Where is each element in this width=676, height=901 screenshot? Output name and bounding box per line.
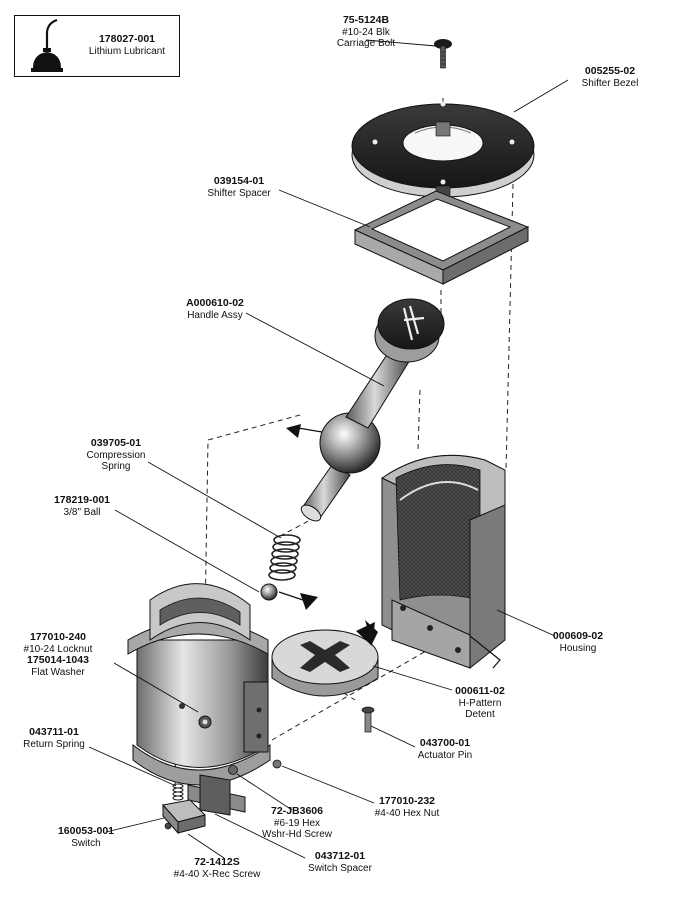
part-number: 043700-01 bbox=[419, 737, 471, 749]
shifter-spacer-part bbox=[353, 190, 530, 285]
part-number: 72-JB3606 bbox=[271, 805, 323, 817]
part-description: #10-24 Blk bbox=[342, 26, 390, 38]
part-description: Switch Spacer bbox=[308, 862, 372, 874]
compression-spring-part bbox=[268, 534, 301, 581]
part-description: Actuator Pin bbox=[417, 749, 473, 761]
callout-switch-spacer: 043712-01 Switch Spacer bbox=[295, 850, 385, 874]
part-description: Switch bbox=[71, 837, 101, 849]
part-description: Shifter Bezel bbox=[581, 77, 639, 89]
part-number: 177010-240 bbox=[29, 631, 87, 643]
housing-part bbox=[365, 454, 506, 670]
part-number: 000609-02 bbox=[552, 630, 604, 642]
part-number: 72-1412S bbox=[194, 856, 240, 868]
part-number: 75-5124B bbox=[342, 14, 390, 26]
legend-part-number: 178027-001 bbox=[98, 33, 156, 45]
lubricant-bottle-icon bbox=[31, 18, 63, 72]
part-description: Return Spring bbox=[23, 738, 85, 750]
callout-hex-washer-screw: 72-JB3606 #6-19 Hex Wshr-Hd Screw bbox=[252, 805, 342, 841]
callout-locknut-washer: 177010-240 #10-24 Locknut 175014-1043 Fl… bbox=[8, 631, 108, 678]
part-description: Handle Assy bbox=[187, 309, 243, 321]
h-pattern-detent-part bbox=[271, 622, 379, 697]
part-description: Detent bbox=[465, 709, 495, 720]
part-description-2: Flat Washer bbox=[31, 666, 85, 678]
leader-lines bbox=[88, 39, 569, 859]
part-number: 039705-01 bbox=[90, 437, 142, 449]
legend-box: 178027-001 Lithium Lubricant bbox=[14, 15, 180, 77]
callout-h-pattern-detent: 000611-02 H-Pattern Detent bbox=[440, 685, 520, 721]
carriage-bolt-part bbox=[434, 39, 452, 69]
switch-spacer-part bbox=[187, 774, 246, 816]
lower-cylinder-part bbox=[127, 583, 271, 786]
part-description: #4-40 Hex Nut bbox=[374, 807, 440, 819]
callout-x-rec-screw: 72-1412S #4-40 X-Rec Screw bbox=[162, 856, 272, 880]
part-description: #4-40 X-Rec Screw bbox=[173, 868, 261, 880]
callout-shifter-spacer: 039154-01 Shifter Spacer bbox=[199, 175, 279, 199]
ball-part bbox=[260, 583, 318, 610]
callout-actuator-pin: 043700-01 Actuator Pin bbox=[405, 737, 485, 761]
part-description: Compression bbox=[86, 449, 146, 461]
part-description: Shifter Spacer bbox=[207, 187, 271, 199]
shifter-bezel-part bbox=[351, 101, 535, 211]
part-description: 3/8" Ball bbox=[63, 506, 101, 518]
legend-description: Lithium Lubricant bbox=[88, 45, 166, 57]
part-description: Spring bbox=[101, 461, 131, 472]
part-description: #6-19 Hex bbox=[273, 817, 321, 829]
part-description: Housing bbox=[559, 642, 597, 654]
part-number: 039154-01 bbox=[213, 175, 265, 187]
actuator-pin-part bbox=[361, 706, 375, 733]
part-number: 160053-001 bbox=[57, 825, 115, 837]
part-description: Wshr-Hd Screw bbox=[261, 829, 332, 840]
handle-assy-part bbox=[286, 298, 445, 522]
part-description: #10-24 Locknut bbox=[23, 643, 93, 655]
part-number: 178219-001 bbox=[53, 494, 111, 506]
callout-switch: 160053-001 Switch bbox=[46, 825, 126, 849]
hex-nut-part bbox=[272, 759, 282, 769]
part-number: 043712-01 bbox=[314, 850, 366, 862]
callout-carriage-bolt: 75-5124B #10-24 Blk Carriage Bolt bbox=[318, 14, 414, 50]
part-number: 000611-02 bbox=[455, 685, 505, 697]
callout-compression-spring: 039705-01 Compression Spring bbox=[76, 437, 156, 473]
callout-shifter-bezel: 005255-02 Shifter Bezel bbox=[570, 65, 650, 89]
legend-label: 178027-001 Lithium Lubricant bbox=[77, 33, 177, 57]
switch-part bbox=[162, 799, 206, 835]
part-description: Carriage Bolt bbox=[336, 38, 396, 49]
part-number-2: 175014-1043 bbox=[27, 654, 89, 666]
part-number: 043711-01 bbox=[29, 726, 79, 738]
hex-washer-screw-part bbox=[228, 765, 238, 775]
callout-housing: 000609-02 Housing bbox=[538, 630, 618, 654]
callout-hex-nut: 177010-232 #4-40 Hex Nut bbox=[362, 795, 452, 819]
callout-ball: 178219-001 3/8" Ball bbox=[42, 494, 122, 518]
callout-return-spring: 043711-01 Return Spring bbox=[14, 726, 94, 750]
part-number: 005255-02 bbox=[584, 65, 636, 77]
return-spring-part bbox=[172, 783, 184, 801]
part-number: 177010-232 bbox=[378, 795, 436, 807]
part-description: H-Pattern bbox=[458, 697, 502, 709]
part-number: A000610-02 bbox=[186, 297, 244, 309]
callout-handle-assy: A000610-02 Handle Assy bbox=[170, 297, 260, 321]
